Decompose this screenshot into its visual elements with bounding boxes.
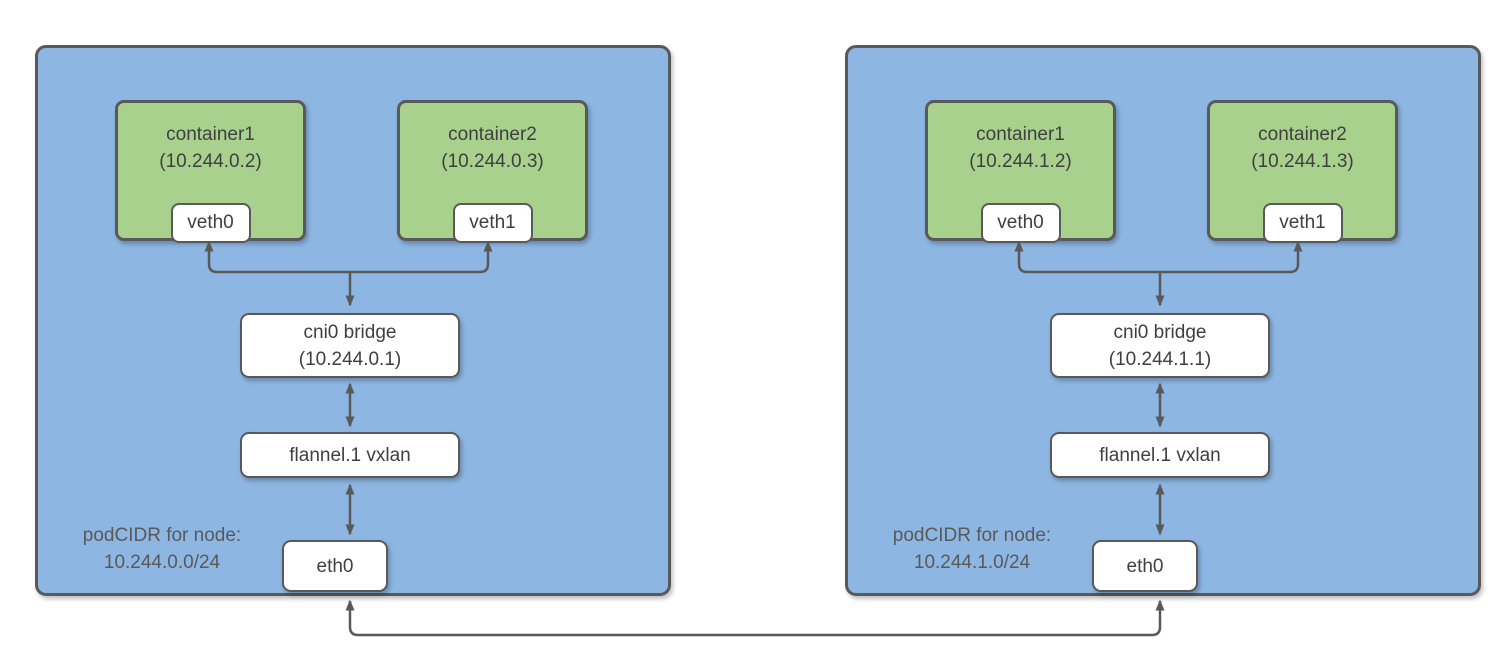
container-ip: (10.244.1.2) — [969, 151, 1072, 172]
node-1-flannel-vxlan-box: flannel.1 vxlan — [240, 432, 460, 478]
bridge-ip: (10.244.0.1) — [298, 348, 402, 370]
podcidr-value: 10.244.0.0/24 — [103, 552, 221, 573]
node-2-flannel-vxlan-box: flannel.1 vxlan — [1050, 432, 1270, 478]
bridge-label: cni0 bridge — [303, 321, 397, 343]
node-2-eth0-box: eth0 — [1092, 540, 1198, 592]
node-1-cni0-bridge-box: cni0 bridge (10.244.0.1) — [240, 313, 460, 378]
bridge-ip: (10.244.1.1) — [1108, 348, 1212, 370]
veth0-interface-box: veth0 — [170, 203, 251, 243]
node-2-box: container1 (10.244.1.2) veth0 container2… — [845, 45, 1481, 596]
container-label: container2 (10.244.1.3) — [1210, 121, 1395, 175]
podcidr-caption: podCIDR for node: — [82, 525, 242, 546]
bridge-label: cni0 bridge — [1113, 321, 1207, 343]
node-2-podcidr-label: podCIDR for node: 10.244.1.0/24 — [856, 522, 1088, 576]
container-label: container2 (10.244.0.3) — [400, 121, 585, 175]
container-ip: (10.244.0.3) — [441, 151, 544, 172]
veth1-interface-box: veth1 — [452, 203, 533, 243]
node-2-container-1-box: container1 (10.244.1.2) veth0 — [925, 100, 1116, 243]
container-ip: (10.244.0.2) — [159, 151, 262, 172]
node-1-eth0-box: eth0 — [282, 540, 388, 592]
container-name: container1 — [166, 124, 255, 145]
veth1-interface-box: veth1 — [1262, 203, 1343, 243]
node-2-cni0-bridge-box: cni0 bridge (10.244.1.1) — [1050, 313, 1270, 378]
container-label: container1 (10.244.0.2) — [118, 121, 303, 175]
arrow-eth0-to-eth0-link — [345, 599, 1165, 637]
container-name: container2 — [1258, 124, 1347, 145]
container-name: container2 — [448, 124, 537, 145]
container-name: container1 — [976, 124, 1065, 145]
podcidr-caption: podCIDR for node: — [892, 525, 1052, 546]
node-1-container-1-box: container1 (10.244.0.2) veth0 — [115, 100, 306, 243]
node-1-container-2-box: container2 (10.244.0.3) veth1 — [397, 100, 588, 243]
node-1-podcidr-label: podCIDR for node: 10.244.0.0/24 — [46, 522, 278, 576]
container-label: container1 (10.244.1.2) — [928, 121, 1113, 175]
node-1-box: container1 (10.244.0.2) veth0 container2… — [35, 45, 671, 596]
veth0-interface-box: veth0 — [980, 203, 1061, 243]
node-2-container-2-box: container2 (10.244.1.3) veth1 — [1207, 100, 1398, 243]
podcidr-value: 10.244.1.0/24 — [913, 552, 1031, 573]
container-ip: (10.244.1.3) — [1251, 151, 1354, 172]
